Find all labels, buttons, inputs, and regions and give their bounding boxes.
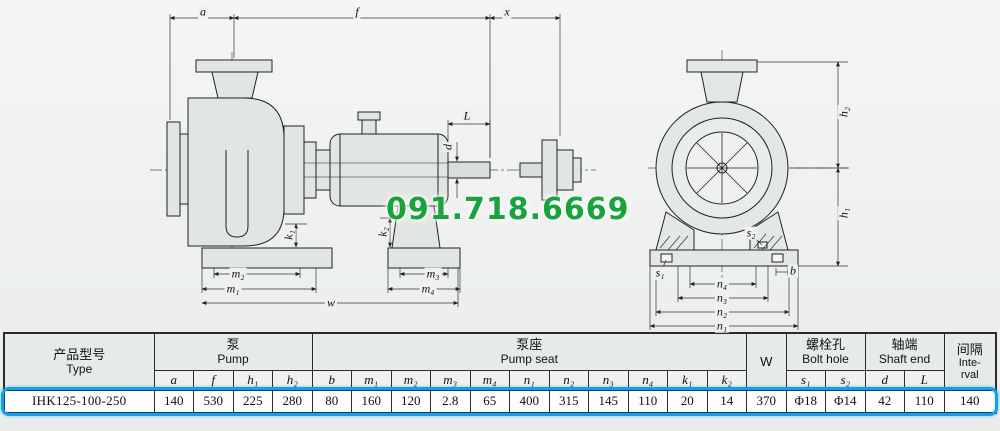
- sub-s2: s₂: [825, 369, 866, 391]
- cell-b: 80: [311, 389, 352, 414]
- sub-m2: m₂: [390, 369, 431, 391]
- pump-header-en: Pump: [217, 351, 249, 366]
- col-w-header: W: [746, 332, 787, 391]
- sub-n2: n₂: [548, 369, 589, 391]
- header-sub-row: a f h₁ h₂ b m₁ m₂ m₃ m₄ n₁ n₂ n₃ n₄ k₁ k…: [4, 369, 996, 391]
- spec-table: 产品型号 Type 泵 Pump 泵座 Pump seat W 螺栓孔 Bolt…: [3, 332, 997, 414]
- type-header-zh: 产品型号: [53, 346, 106, 362]
- interval-header-zh: 间隔: [956, 342, 983, 358]
- dim-label-s2: s₂: [744, 225, 758, 240]
- cell-x: 140: [943, 389, 997, 414]
- sub-m3: m₃: [430, 369, 471, 391]
- sub-n3: n₃: [588, 369, 629, 391]
- bolt-header-en: Bolt hole: [802, 351, 849, 366]
- w-header-label: W: [760, 353, 773, 369]
- sub-h2: h₂: [272, 369, 313, 391]
- shaft-header-zh: 轴端: [891, 336, 918, 352]
- cell-n4: 110: [627, 389, 668, 414]
- col-pump-header: 泵 Pump: [153, 332, 313, 371]
- cell-n3: 145: [588, 389, 629, 414]
- cell-n2: 315: [548, 389, 589, 414]
- dim-label-h1: h₁: [836, 205, 851, 221]
- cell-h2: 280: [272, 389, 313, 414]
- col-bolt-hole-header: 螺栓孔 Bolt hole: [785, 332, 866, 371]
- dim-label-f: f: [353, 4, 361, 19]
- bolt-header-zh: 螺栓孔: [805, 336, 845, 352]
- sub-a: a: [153, 369, 194, 391]
- sub-k2: k₂: [706, 369, 747, 391]
- cell-s1: Φ18: [785, 389, 826, 414]
- dim-label-L: L: [461, 108, 473, 123]
- cell-m3: 2.8: [430, 389, 471, 414]
- dim-label-n1: n₁: [714, 318, 730, 333]
- sub-n1: n₁: [509, 369, 550, 391]
- dim-label-m3: m₃: [424, 266, 442, 281]
- dim-label-b: b: [788, 263, 798, 278]
- sub-m4: m₄: [469, 369, 510, 391]
- dim-label-n3: n₃: [714, 290, 730, 305]
- dim-label-d: d: [440, 142, 455, 152]
- dim-label-k1: k₁: [281, 228, 296, 242]
- dim-label-x: x: [502, 4, 512, 19]
- dim-label-k2: k₂: [375, 225, 390, 239]
- dim-label-m1: m₁: [224, 281, 242, 296]
- cell-m4: 65: [469, 389, 510, 414]
- hatching: [659, 233, 783, 251]
- front-view: [649, 59, 799, 267]
- col-interval-header: 间隔 Inte- rval: [943, 332, 997, 391]
- cell-k1: 20: [667, 389, 708, 414]
- sub-h1: h₁: [232, 369, 273, 391]
- cell-L: 110: [904, 389, 945, 414]
- cell-d: 42: [864, 389, 905, 414]
- cell-a: 140: [153, 389, 194, 414]
- dim-label-w: w: [324, 295, 338, 310]
- interval-header-en1: Inte-: [958, 357, 981, 370]
- cell-k2: 14: [706, 389, 747, 414]
- col-shaft-end-header: 轴端 Shaft end: [864, 332, 945, 371]
- cell-n1: 400: [509, 389, 550, 414]
- spec-row[interactable]: IHK125-100-250 140 530 225 280 80 160 12…: [3, 389, 997, 414]
- sub-n4: n₄: [627, 369, 668, 391]
- cell-m1: 160: [351, 389, 392, 414]
- shaft-header-en: Shaft end: [878, 351, 931, 366]
- side-view: [166, 59, 582, 269]
- dim-label-m2: m₂: [229, 266, 247, 281]
- sub-s1: s₁: [785, 369, 826, 391]
- cell-s2: Φ14: [825, 389, 866, 414]
- cell-h1: 225: [232, 389, 273, 414]
- sub-f: f: [193, 369, 234, 391]
- sub-k1: k₁: [667, 369, 708, 391]
- interval-header-en2: rval: [960, 368, 979, 381]
- header-group-row: 产品型号 Type 泵 Pump 泵座 Pump seat W 螺栓孔 Bolt…: [3, 332, 997, 391]
- sub-L: L: [904, 369, 945, 391]
- cell-m2: 120: [390, 389, 431, 414]
- dim-label-m4: m₄: [419, 281, 437, 296]
- pump-header-zh: 泵: [226, 336, 240, 352]
- col-pump-seat-header: 泵座 Pump seat: [311, 332, 747, 371]
- watermark-phone-number: 091.718.6669: [386, 192, 630, 227]
- dim-label-n4: n₄: [714, 276, 730, 291]
- col-type-header: 产品型号 Type: [3, 332, 155, 391]
- sub-d: d: [864, 369, 905, 391]
- seat-header-zh: 泵座: [516, 336, 543, 352]
- sub-b: b: [311, 369, 352, 391]
- type-header-en: Type: [66, 361, 93, 376]
- sub-m1: m₁: [351, 369, 392, 391]
- cell-f: 530: [193, 389, 234, 414]
- dim-label-a: a: [198, 4, 208, 19]
- cell-type: IHK125-100-250: [3, 389, 155, 414]
- seat-header-en: Pump seat: [500, 351, 558, 366]
- dim-label-n2: n₂: [714, 304, 730, 319]
- cell-W: 370: [746, 389, 787, 414]
- dim-label-s1: s₁: [653, 265, 667, 280]
- pump-drawing: [150, 14, 852, 330]
- dim-label-h2: h₂: [836, 104, 851, 120]
